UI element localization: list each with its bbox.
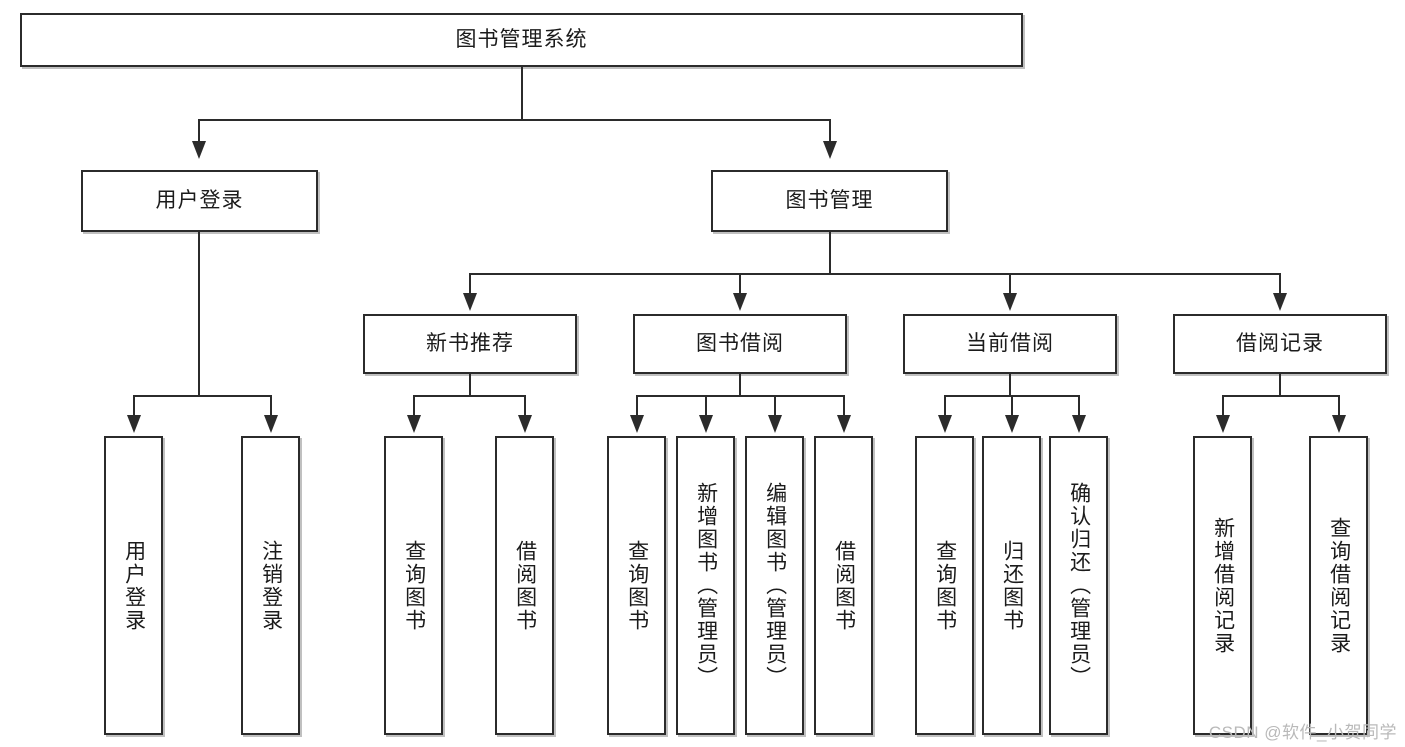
arrowhead-leaf-nbr-1 xyxy=(407,415,421,433)
arrowhead-current-borrow xyxy=(1003,293,1017,311)
node-borrow-record[interactable]: 借阅记录 xyxy=(1173,314,1387,374)
node-label: 注销登录 xyxy=(259,539,283,632)
leaf-cb-return-book[interactable]: 归还图书 xyxy=(982,436,1041,735)
leaf-user-login-login[interactable]: 用户登录 xyxy=(104,436,163,735)
edge-user-login-drop-2 xyxy=(270,395,272,417)
leaf-cb-confirm-return-admin[interactable]: 确认归还（管理员） xyxy=(1049,436,1108,735)
node-label: 图书管理 xyxy=(785,189,874,213)
edge-cb-drop-1 xyxy=(944,395,946,417)
leaf-nbr-borrow-book[interactable]: 借阅图书 xyxy=(495,436,554,735)
node-label: 借阅记录 xyxy=(1236,332,1324,356)
edge-user-login-drop-1 xyxy=(133,395,135,417)
edge-level2-drop-4 xyxy=(1279,273,1281,295)
edge-borrow-record-stem xyxy=(1279,374,1281,396)
edge-br-drop-1 xyxy=(1222,395,1224,417)
arrowhead-leaf-bb-1 xyxy=(630,415,644,433)
node-label: 归还图书 xyxy=(1000,539,1024,632)
arrowhead-leaf-bb-3 xyxy=(768,415,782,433)
leaf-br-query-record[interactable]: 查询借阅记录 xyxy=(1309,436,1368,735)
node-label: 新增借阅记录 xyxy=(1211,516,1235,655)
node-label: 查询借阅记录 xyxy=(1327,516,1351,655)
leaf-cb-query-book[interactable]: 查询图书 xyxy=(915,436,974,735)
edge-bb-drop-1 xyxy=(636,395,638,417)
node-label: 借阅图书 xyxy=(513,539,537,632)
edge-nbr-drop-1 xyxy=(413,395,415,417)
edge-nbr-drop-2 xyxy=(524,395,526,417)
arrowhead-leaf-cb-2 xyxy=(1005,415,1019,433)
edge-user-login-stem xyxy=(198,232,200,396)
edge-current-borrow-stem xyxy=(1009,374,1011,396)
edge-level2-bus xyxy=(469,273,1280,275)
node-book-manage[interactable]: 图书管理 xyxy=(711,170,948,232)
edge-root-bus xyxy=(198,119,831,121)
node-label: 查询图书 xyxy=(402,539,426,632)
edge-cb-drop-3 xyxy=(1078,395,1080,417)
edge-bb-drop-4 xyxy=(843,395,845,417)
leaf-bb-edit-book-admin[interactable]: 编辑图书（管理员） xyxy=(745,436,804,735)
leaf-nbr-query-book[interactable]: 查询图书 xyxy=(384,436,443,735)
arrowhead-leaf-br-2 xyxy=(1332,415,1346,433)
leaf-bb-query-book[interactable]: 查询图书 xyxy=(607,436,666,735)
leaf-bb-add-book-admin[interactable]: 新增图书（管理员） xyxy=(676,436,735,735)
edge-bb-drop-2 xyxy=(705,395,707,417)
arrowhead-leaf-nbr-2 xyxy=(518,415,532,433)
arrowhead-book-manage xyxy=(823,141,837,159)
arrowhead-leaf-bb-4 xyxy=(837,415,851,433)
node-label: 图书管理系统 xyxy=(455,28,588,52)
edge-bb-drop-3 xyxy=(774,395,776,417)
edge-user-login-bus xyxy=(133,395,271,397)
arrowhead-user-login xyxy=(192,141,206,159)
edge-book-manage-stem xyxy=(829,232,831,274)
edge-root-to-book-manage xyxy=(829,119,831,143)
arrowhead-book-borrow xyxy=(733,293,747,311)
edge-level2-drop-2 xyxy=(739,273,741,295)
edge-level2-drop-3 xyxy=(1009,273,1011,295)
leaf-user-login-logout[interactable]: 注销登录 xyxy=(241,436,300,735)
arrowhead-leaf-user-login-1 xyxy=(127,415,141,433)
leaf-br-add-record[interactable]: 新增借阅记录 xyxy=(1193,436,1252,735)
edge-root-to-user-login xyxy=(198,119,200,143)
node-root-system[interactable]: 图书管理系统 xyxy=(20,13,1023,67)
node-label: 新书推荐 xyxy=(426,332,514,356)
arrowhead-leaf-cb-1 xyxy=(938,415,952,433)
edge-book-borrow-bus xyxy=(636,395,844,397)
node-current-borrow[interactable]: 当前借阅 xyxy=(903,314,1117,374)
node-label: 用户登录 xyxy=(122,539,146,632)
arrowhead-leaf-br-1 xyxy=(1216,415,1230,433)
arrowhead-borrow-record xyxy=(1273,293,1287,311)
edge-book-borrow-stem xyxy=(739,374,741,396)
leaf-bb-borrow-book[interactable]: 借阅图书 xyxy=(814,436,873,735)
node-book-borrow[interactable]: 图书借阅 xyxy=(633,314,847,374)
node-label: 确认归还（管理员） xyxy=(1067,482,1091,689)
node-label: 新增图书（管理员） xyxy=(694,482,718,689)
edge-borrow-record-bus xyxy=(1222,395,1339,397)
node-label: 编辑图书（管理员） xyxy=(763,482,787,689)
edge-new-book-recommend-bus xyxy=(413,395,525,397)
node-label: 图书借阅 xyxy=(696,332,784,356)
node-label: 借阅图书 xyxy=(832,539,856,632)
arrowhead-leaf-cb-3 xyxy=(1072,415,1086,433)
edge-new-book-recommend-stem xyxy=(469,374,471,396)
node-label: 当前借阅 xyxy=(966,332,1054,356)
arrowhead-leaf-user-login-2 xyxy=(264,415,278,433)
node-user-login[interactable]: 用户登录 xyxy=(81,170,318,232)
edge-level2-drop-1 xyxy=(469,273,471,295)
arrowhead-new-book-recommend xyxy=(463,293,477,311)
node-label: 用户登录 xyxy=(155,189,244,213)
edge-root-stem xyxy=(521,67,523,120)
arrowhead-leaf-bb-2 xyxy=(699,415,713,433)
node-label: 查询图书 xyxy=(625,539,649,632)
edge-cb-drop-2 xyxy=(1011,395,1013,417)
edge-br-drop-2 xyxy=(1338,395,1340,417)
node-new-book-recommend[interactable]: 新书推荐 xyxy=(363,314,577,374)
node-label: 查询图书 xyxy=(933,539,957,632)
